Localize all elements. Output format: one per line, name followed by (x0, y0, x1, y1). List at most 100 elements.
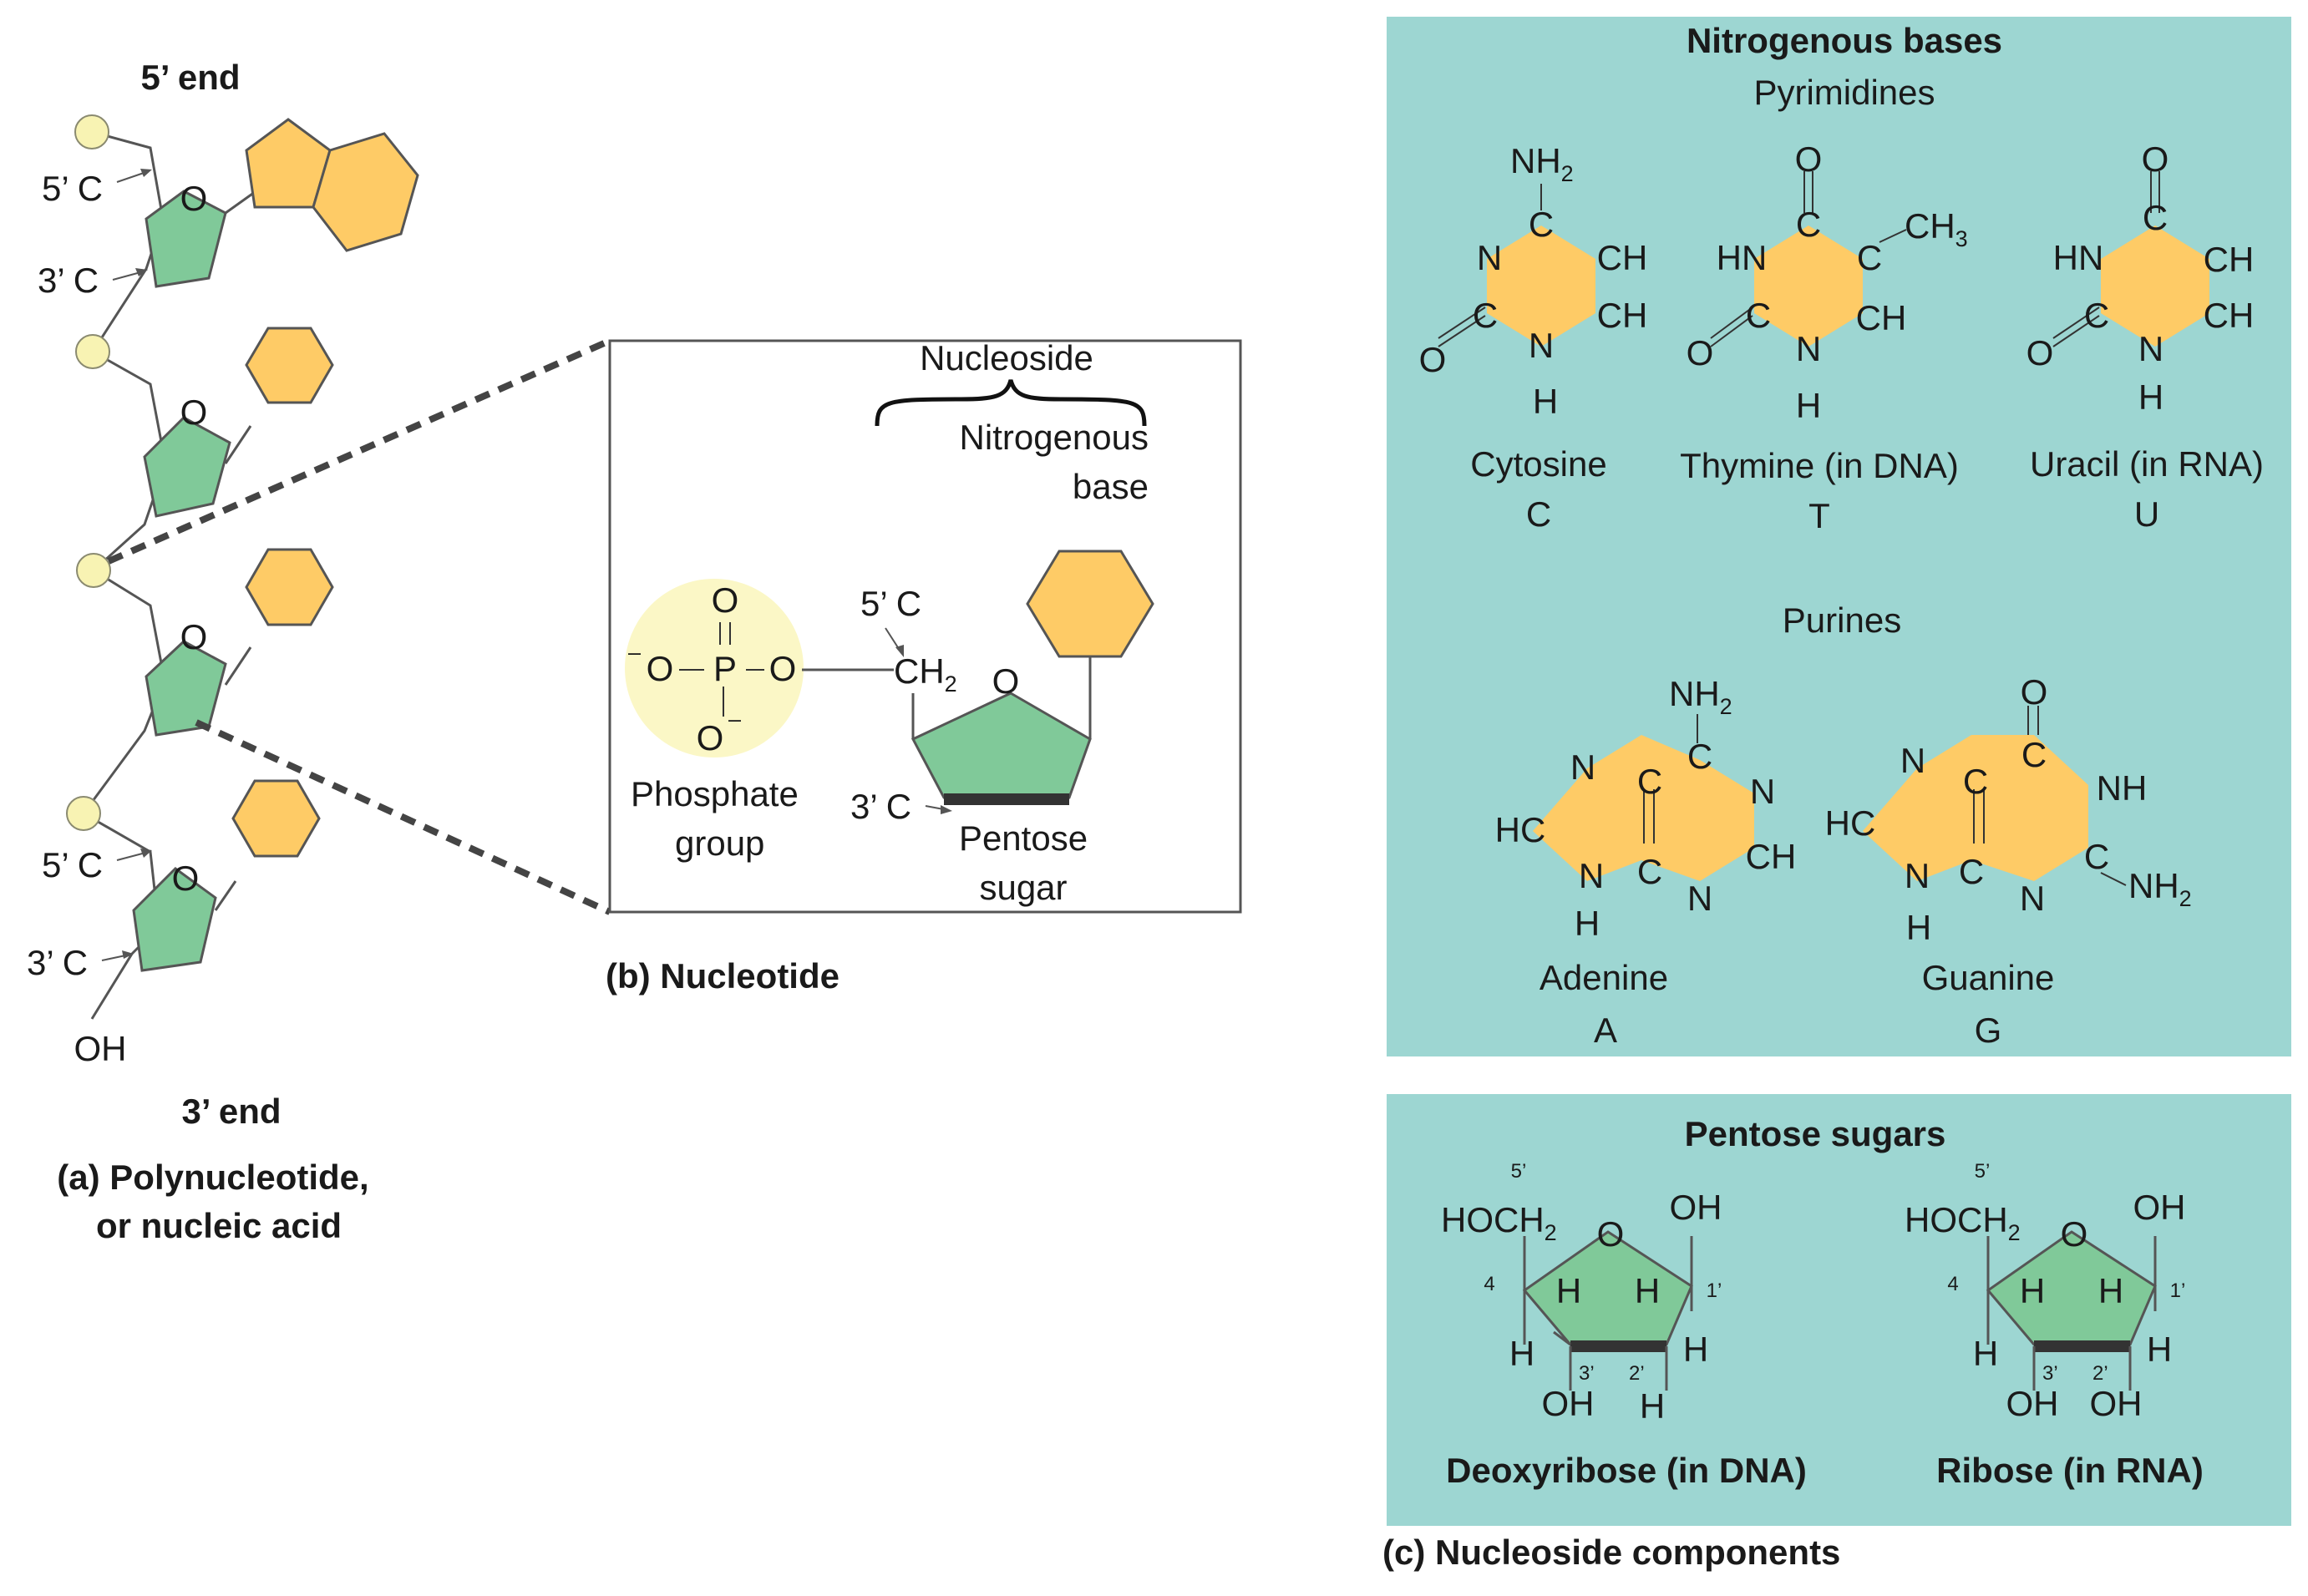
svg-text:2’: 2’ (2092, 1362, 2108, 1385)
svg-text:HN: HN (1717, 238, 1768, 277)
panel-a-caption-line2: or nucleic acid (96, 1206, 342, 1245)
deoxyribose-name: Deoxyribose (in DNA) (1446, 1451, 1807, 1490)
svg-text:O: O (1687, 333, 1714, 372)
svg-text:N: N (2138, 329, 2163, 368)
cytosine-letter: C (1526, 494, 1551, 534)
svg-text:C: C (1796, 205, 1821, 244)
svg-text:H: H (1683, 1330, 1708, 1369)
svg-text:HN: HN (2053, 238, 2104, 277)
svg-text:C: C (1637, 762, 1662, 801)
nitrogenous-bases-panel (1387, 17, 2291, 1056)
svg-text:4: 4 (1484, 1273, 1494, 1295)
svg-text:N: N (1905, 856, 1930, 895)
svg-text:O: O (180, 617, 208, 656)
nitrogenous-base-label-1: Nitrogenous (960, 418, 1149, 457)
svg-text:O: O (697, 718, 724, 757)
svg-text:N: N (1900, 741, 1925, 780)
svg-text:H: H (1640, 1386, 1665, 1426)
svg-text:C: C (1637, 852, 1662, 891)
sugar-pentagon (145, 640, 227, 737)
phosphate-circle (76, 553, 111, 588)
phosphate-circle (75, 334, 110, 369)
adenine-structure: NH2 N C C N HC CH C N N H Adenine A (1495, 674, 1797, 1050)
purine-six-ring (312, 132, 419, 252)
svg-text:H: H (1635, 1271, 1660, 1310)
pyrimidine-hexagon (231, 779, 321, 858)
svg-text:N: N (1687, 879, 1712, 918)
svg-text:1’: 1’ (2170, 1279, 2186, 1302)
svg-text:O: O (172, 859, 200, 898)
thymine-structure: O C CH3 HN C C CH N O H Thymine (in DNA)… (1680, 139, 1968, 535)
svg-text:CH: CH (1746, 837, 1797, 876)
svg-text:NH2: NH2 (1669, 674, 1732, 719)
thymine-name: Thymine (in DNA) (1680, 446, 1959, 485)
svg-text:H: H (1556, 1271, 1581, 1310)
svg-text:O: O (1419, 340, 1447, 379)
svg-text:1’: 1’ (1707, 1279, 1722, 1302)
svg-text:N: N (1796, 329, 1821, 368)
svg-text:2’: 2’ (1629, 1362, 1645, 1385)
panel-a-polynucleotide: 5’ end O (27, 58, 419, 1245)
deoxyribose-structure: 5’ HOCH2 O OH 4 H H 1’ H H 3’ 2’ OH H De… (1441, 1160, 1807, 1490)
svg-text:OH: OH (2090, 1384, 2143, 1423)
base-hexagon (1026, 550, 1154, 658)
pyrimidines-label: Pyrimidines (1753, 73, 1935, 112)
svg-text:–: – (628, 640, 641, 665)
base-links (214, 190, 256, 911)
svg-text:OH: OH (2006, 1384, 2059, 1423)
three-prime-c-label: 3’ C (850, 787, 911, 826)
svg-text:O: O (180, 179, 208, 218)
phosphate-circles (66, 114, 111, 831)
sugar-oxygens: O O O O (172, 179, 208, 898)
nitrogenous-base-label-2: base (1073, 467, 1149, 506)
svg-text:O: O (1795, 139, 1823, 179)
svg-text:C: C (1529, 205, 1554, 244)
svg-text:H: H (1973, 1334, 1998, 1373)
svg-text:N: N (2020, 879, 2045, 918)
svg-text:4: 4 (1947, 1273, 1958, 1295)
adenine-letter: A (1594, 1011, 1617, 1050)
adenine-name: Adenine (1540, 958, 1668, 997)
five-prime-c-label: 5’ C (42, 845, 103, 884)
purine-five-ring (245, 118, 332, 209)
svg-text:CH: CH (2204, 296, 2255, 335)
svg-text:H: H (2147, 1330, 2172, 1369)
svg-text:3’: 3’ (2042, 1362, 2058, 1385)
oh-label: OH (74, 1029, 127, 1068)
svg-text:O: O (712, 580, 739, 620)
panel-c-components: Nitrogenous bases Pyrimidines NH2 C N CH… (1382, 17, 2291, 1572)
svg-text:C: C (1687, 737, 1712, 776)
svg-text:HOCH2: HOCH2 (1905, 1200, 2021, 1245)
pyrimidine-hexagon (245, 327, 334, 404)
svg-text:CH: CH (2204, 240, 2255, 279)
svg-text:CH3: CH3 (1905, 206, 1968, 251)
svg-text:OH: OH (1542, 1384, 1595, 1423)
svg-text:O: O (180, 393, 208, 432)
svg-text:NH: NH (2097, 768, 2148, 808)
panel-c-caption: (c) Nucleoside components (1382, 1533, 1840, 1572)
svg-text:H: H (1796, 386, 1821, 425)
five-prime-c-label: 5’ C (42, 169, 103, 208)
svg-text:O: O (647, 649, 674, 688)
svg-text:H: H (2098, 1271, 2123, 1310)
svg-text:N: N (1750, 772, 1775, 811)
svg-text:N: N (1529, 326, 1554, 365)
phosphate-glow (625, 579, 804, 757)
svg-text:HC: HC (1825, 803, 1876, 843)
three-prime-end-label: 3’ end (181, 1092, 281, 1131)
nucleoside-label: Nucleoside (920, 338, 1093, 377)
sugar-pentagon (145, 190, 227, 288)
svg-text:O: O (2021, 672, 2048, 712)
guanine-structure: O N C C NH HC C C N N NH2 H Guanine G (1825, 672, 2192, 1050)
thymine-letter: T (1808, 496, 1830, 535)
ch2-label: CH2 (894, 651, 957, 697)
sugar-pentagons (132, 190, 231, 972)
svg-text:H: H (1575, 904, 1600, 943)
guanine-letter: G (1975, 1011, 2002, 1050)
phosphate-group-label-2: group (675, 823, 764, 863)
svg-text:C: C (2084, 837, 2109, 876)
svg-text:N: N (1477, 238, 1502, 277)
zoom-lines (107, 337, 611, 915)
sugar-pentagon (132, 867, 217, 972)
